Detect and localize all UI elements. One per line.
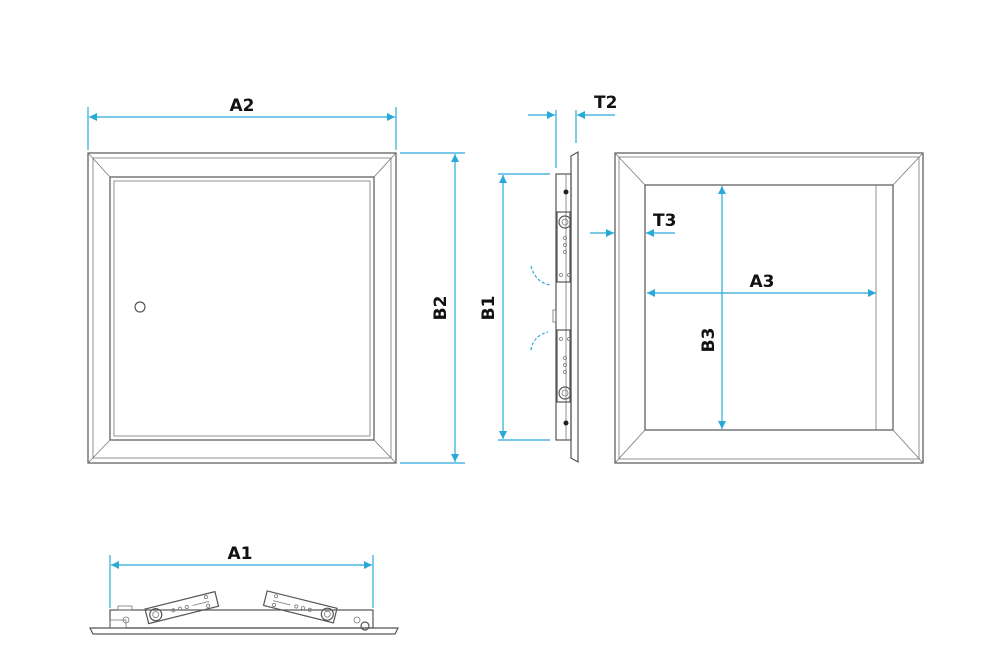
back-view bbox=[614, 152, 924, 464]
label-a2: A2 bbox=[230, 96, 255, 116]
bottom-view bbox=[89, 590, 399, 635]
dimension-a3: A3 bbox=[647, 272, 876, 297]
dimension-t2: T2 bbox=[528, 93, 617, 168]
label-b3: B3 bbox=[699, 328, 719, 353]
label-b2: B2 bbox=[431, 296, 451, 321]
label-b1: B1 bbox=[479, 296, 499, 321]
dimension-a1: A1 bbox=[109, 544, 374, 608]
front-view bbox=[87, 152, 397, 464]
label-a3: A3 bbox=[750, 272, 775, 292]
label-t3: T3 bbox=[653, 211, 676, 231]
dimension-a2: A2 bbox=[87, 96, 397, 150]
dimension-t3: T3 bbox=[590, 211, 676, 237]
side-view bbox=[530, 150, 579, 464]
label-t2: T2 bbox=[594, 93, 617, 113]
lock-icon bbox=[134, 301, 146, 313]
dimension-b2: B2 bbox=[400, 152, 465, 464]
dimension-b3: B3 bbox=[699, 186, 726, 429]
label-a1: A1 bbox=[228, 544, 253, 564]
dimension-b1: B1 bbox=[479, 173, 550, 441]
